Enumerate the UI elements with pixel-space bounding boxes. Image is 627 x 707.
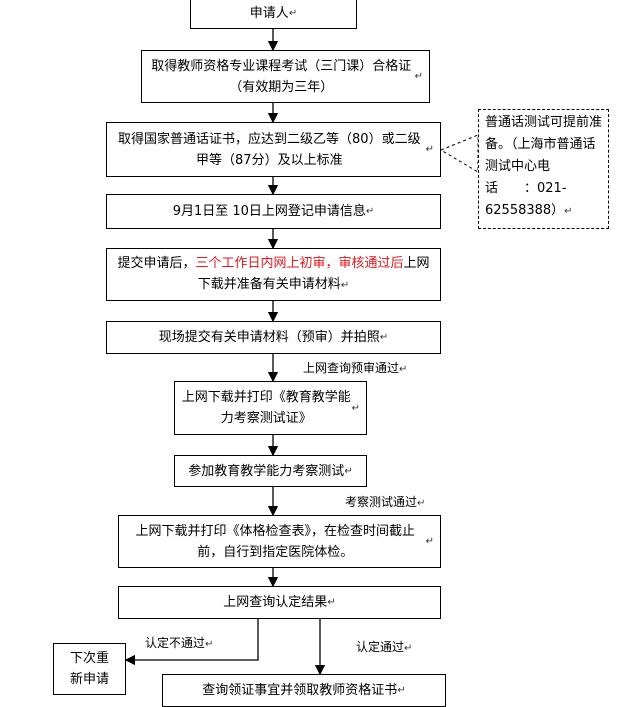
putonghua-test-note: 普通话测试可提前准备。（上海市普通话测试中心电 话 ：021-62558388）… [478, 109, 609, 229]
step-submit-text: 提交申请后，三个工作日内网上初审，审核通过后上网下载并准备有关申请材料↵ [117, 256, 430, 292]
step-applicant-text: 申请人 [249, 6, 289, 21]
step-print-test-permit: 上网下载并打印《教育教学能力考察测试证》↵ [174, 381, 367, 435]
step-medical-text: 上网下载并打印《体格检查表》，在检查时间截止前，自行到指定医院体检。 [135, 523, 416, 560]
label-precheck-passed: 上网查询预审通过↵ [303, 361, 408, 375]
step-check-result-text: 上网查询认定结果 [223, 595, 328, 610]
step-reapply-text: 下次重新申请 [69, 651, 109, 687]
step-check-result: 上网查询认定结果↵ [118, 586, 441, 619]
label-approved: 认定通过↵ [356, 640, 413, 654]
step-teaching-ability-test: 参加教育教学能力考察测试↵ [174, 455, 367, 487]
submit-text-pre: 提交申请后， [117, 256, 196, 271]
step-putonghua-certificate: 取得国家普通话证书，应达到二级乙等（80）或二级甲等（87分）及以上标准↵ [106, 122, 441, 177]
submit-text-highlight: 三个工作日内网上初审，审核通过后 [195, 256, 404, 271]
step-onsite-submission: 现场提交有关申请材料（预审）并拍照↵ [106, 321, 441, 354]
step-medical-exam: 上网下载并打印《体格检查表》，在检查时间截止前，自行到指定医院体检。↵ [118, 515, 441, 568]
arrow-s10-s11 [124, 619, 259, 666]
step-collect-text: 查询领证事宜并领取教师资格证书 [202, 683, 398, 698]
step-course-exam: 取得教师资格专业课程考试（三门课）合格证（有效期为三年）↵ [141, 50, 430, 103]
step-online-registration: 9月1日至 10日上网登记申请信息↵ [106, 194, 441, 229]
label-test-passed: 考察测试通过↵ [345, 495, 426, 509]
note-pointer [440, 134, 479, 173]
step-course-exam-text: 取得教师资格专业课程考试（三门课）合格证（有效期为三年） [151, 58, 412, 95]
step-registration-text: 9月1日至 10日上网登记申请信息 [172, 204, 366, 219]
step-onsite-text: 现场提交有关申请材料（预审）并拍照 [158, 330, 380, 345]
step-collect-certificate: 查询领证事宜并领取教师资格证书↵ [162, 674, 446, 707]
label-not-approved: 认定不通过↵ [145, 636, 214, 650]
note-text: 普通话测试可提前准备。（上海市普通话测试中心电 话 ：021-62558388） [485, 115, 603, 218]
step-putonghua-text: 取得国家普通话证书，应达到二级乙等（80）或二级甲等（87分）及以上标准 [118, 131, 421, 168]
step-reapply: 下次重新申请 [53, 643, 126, 695]
step-submit-application: 提交申请后，三个工作日内网上初审，审核通过后上网下载并准备有关申请材料↵ [106, 248, 441, 301]
step-print-permit-text: 上网下载并打印《教育教学能力考察测试证》 [181, 390, 351, 426]
submit-text-post: 上网下载并准备有关申请材料 [197, 256, 430, 292]
step-applicant: 申请人↵ [190, 0, 357, 29]
step-ability-test-text: 参加教育教学能力考察测试 [188, 463, 345, 479]
